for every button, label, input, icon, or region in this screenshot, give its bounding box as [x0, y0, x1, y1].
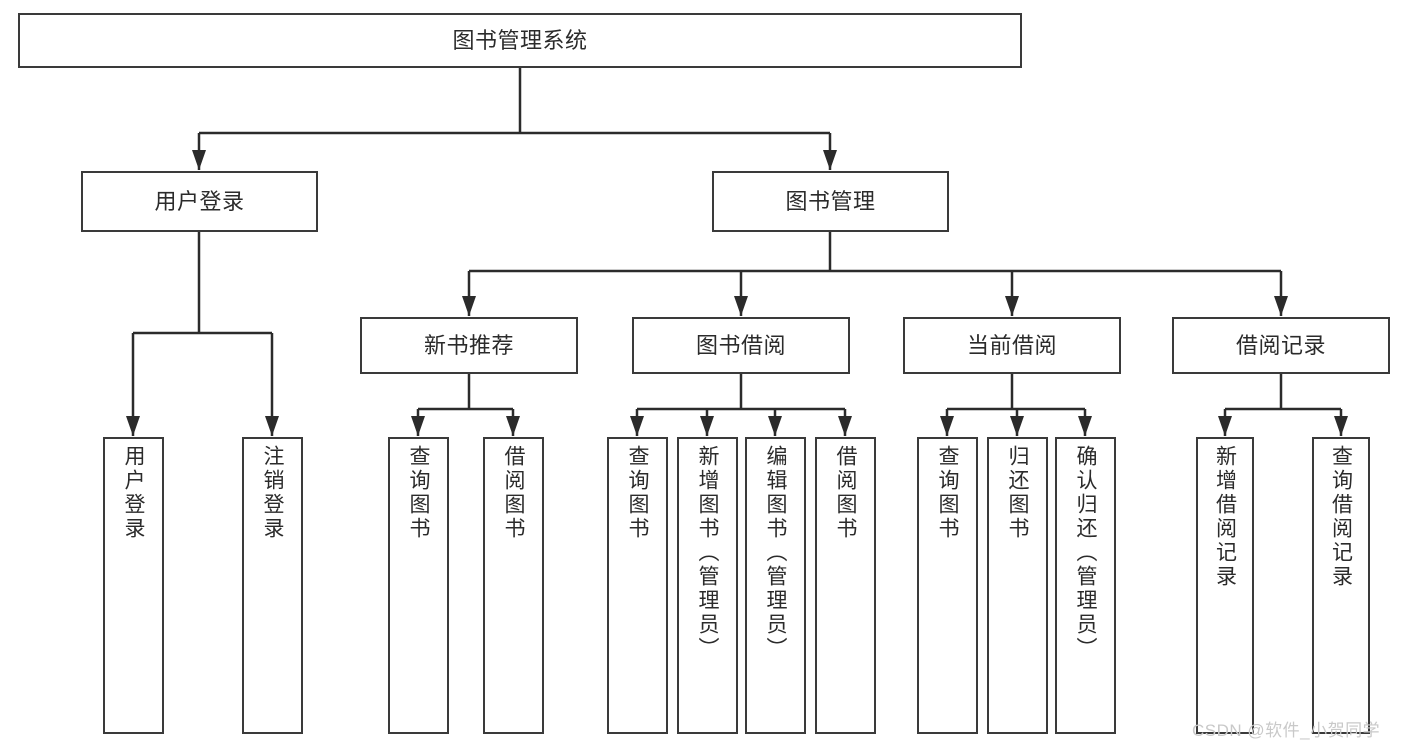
- node-book-manage[interactable]: 图书管理: [712, 171, 949, 232]
- arrowhead-icon: [734, 296, 748, 316]
- arrowhead-icon: [630, 416, 644, 436]
- node-label: 查询借阅记录: [1329, 445, 1353, 589]
- arrowhead-icon: [126, 416, 140, 436]
- arrowhead-icon: [265, 416, 279, 436]
- node-label: 图书管理: [785, 188, 876, 214]
- node-leaf-query-book-2[interactable]: 查询图书: [607, 437, 668, 734]
- arrowhead-icon: [462, 296, 476, 316]
- node-leaf-return-book[interactable]: 归还图书: [987, 437, 1048, 734]
- node-label: 借阅图书: [502, 445, 525, 541]
- node-leaf-query-book-1[interactable]: 查询图书: [388, 437, 449, 734]
- arrowhead-icon: [1334, 416, 1348, 436]
- node-label: 注销登录: [261, 445, 284, 541]
- arrowhead-icon: [838, 416, 852, 436]
- node-label: 新增借阅记录: [1213, 445, 1237, 589]
- node-root[interactable]: 图书管理系统: [18, 13, 1022, 68]
- node-leaf-borrow-book-1[interactable]: 借阅图书: [483, 437, 544, 734]
- node-new-book-rec[interactable]: 新书推荐: [360, 317, 578, 374]
- node-leaf-user-logout[interactable]: 注销登录: [242, 437, 303, 734]
- arrowhead-icon: [1078, 416, 1092, 436]
- node-label: 当前借阅: [966, 332, 1057, 358]
- node-book-borrow[interactable]: 图书借阅: [632, 317, 850, 374]
- node-label: 确认归还（管理员）: [1074, 445, 1097, 661]
- node-leaf-confirm-return[interactable]: 确认归还（管理员）: [1055, 437, 1116, 734]
- node-label: 借阅图书: [834, 445, 857, 541]
- arrowhead-icon: [1274, 296, 1288, 316]
- arrowhead-icon: [1218, 416, 1232, 436]
- node-label: 图书管理系统: [452, 27, 588, 53]
- node-label: 用户登录: [122, 445, 145, 541]
- node-leaf-user-login[interactable]: 用户登录: [103, 437, 164, 734]
- node-user-login[interactable]: 用户登录: [81, 171, 318, 232]
- arrowhead-icon: [1005, 296, 1019, 316]
- arrowhead-icon: [768, 416, 782, 436]
- arrowhead-icon: [940, 416, 954, 436]
- arrowhead-icon: [192, 150, 206, 170]
- arrowhead-icon: [700, 416, 714, 436]
- node-label: 新增图书（管理员）: [696, 445, 719, 661]
- arrowhead-icon: [823, 150, 837, 170]
- node-leaf-add-record[interactable]: 新增借阅记录: [1196, 437, 1254, 734]
- node-leaf-query-book-3[interactable]: 查询图书: [917, 437, 978, 734]
- node-label: 查询图书: [936, 445, 959, 541]
- node-label: 查询图书: [407, 445, 430, 541]
- node-label: 编辑图书（管理员）: [764, 445, 787, 661]
- arrowhead-icon: [506, 416, 520, 436]
- node-leaf-borrow-book-2[interactable]: 借阅图书: [815, 437, 876, 734]
- node-label: 查询图书: [626, 445, 649, 541]
- node-label: 新书推荐: [423, 332, 514, 358]
- node-label: 借阅记录: [1235, 332, 1326, 358]
- node-current-loan[interactable]: 当前借阅: [903, 317, 1121, 374]
- node-label: 归还图书: [1006, 445, 1029, 541]
- node-loan-record[interactable]: 借阅记录: [1172, 317, 1390, 374]
- node-label: 图书借阅: [695, 332, 786, 358]
- node-leaf-query-record[interactable]: 查询借阅记录: [1312, 437, 1370, 734]
- arrowhead-icon: [411, 416, 425, 436]
- node-leaf-edit-book[interactable]: 编辑图书（管理员）: [745, 437, 806, 734]
- arrowhead-icon: [1010, 416, 1024, 436]
- node-label: 用户登录: [154, 188, 245, 214]
- node-leaf-add-book[interactable]: 新增图书（管理员）: [677, 437, 738, 734]
